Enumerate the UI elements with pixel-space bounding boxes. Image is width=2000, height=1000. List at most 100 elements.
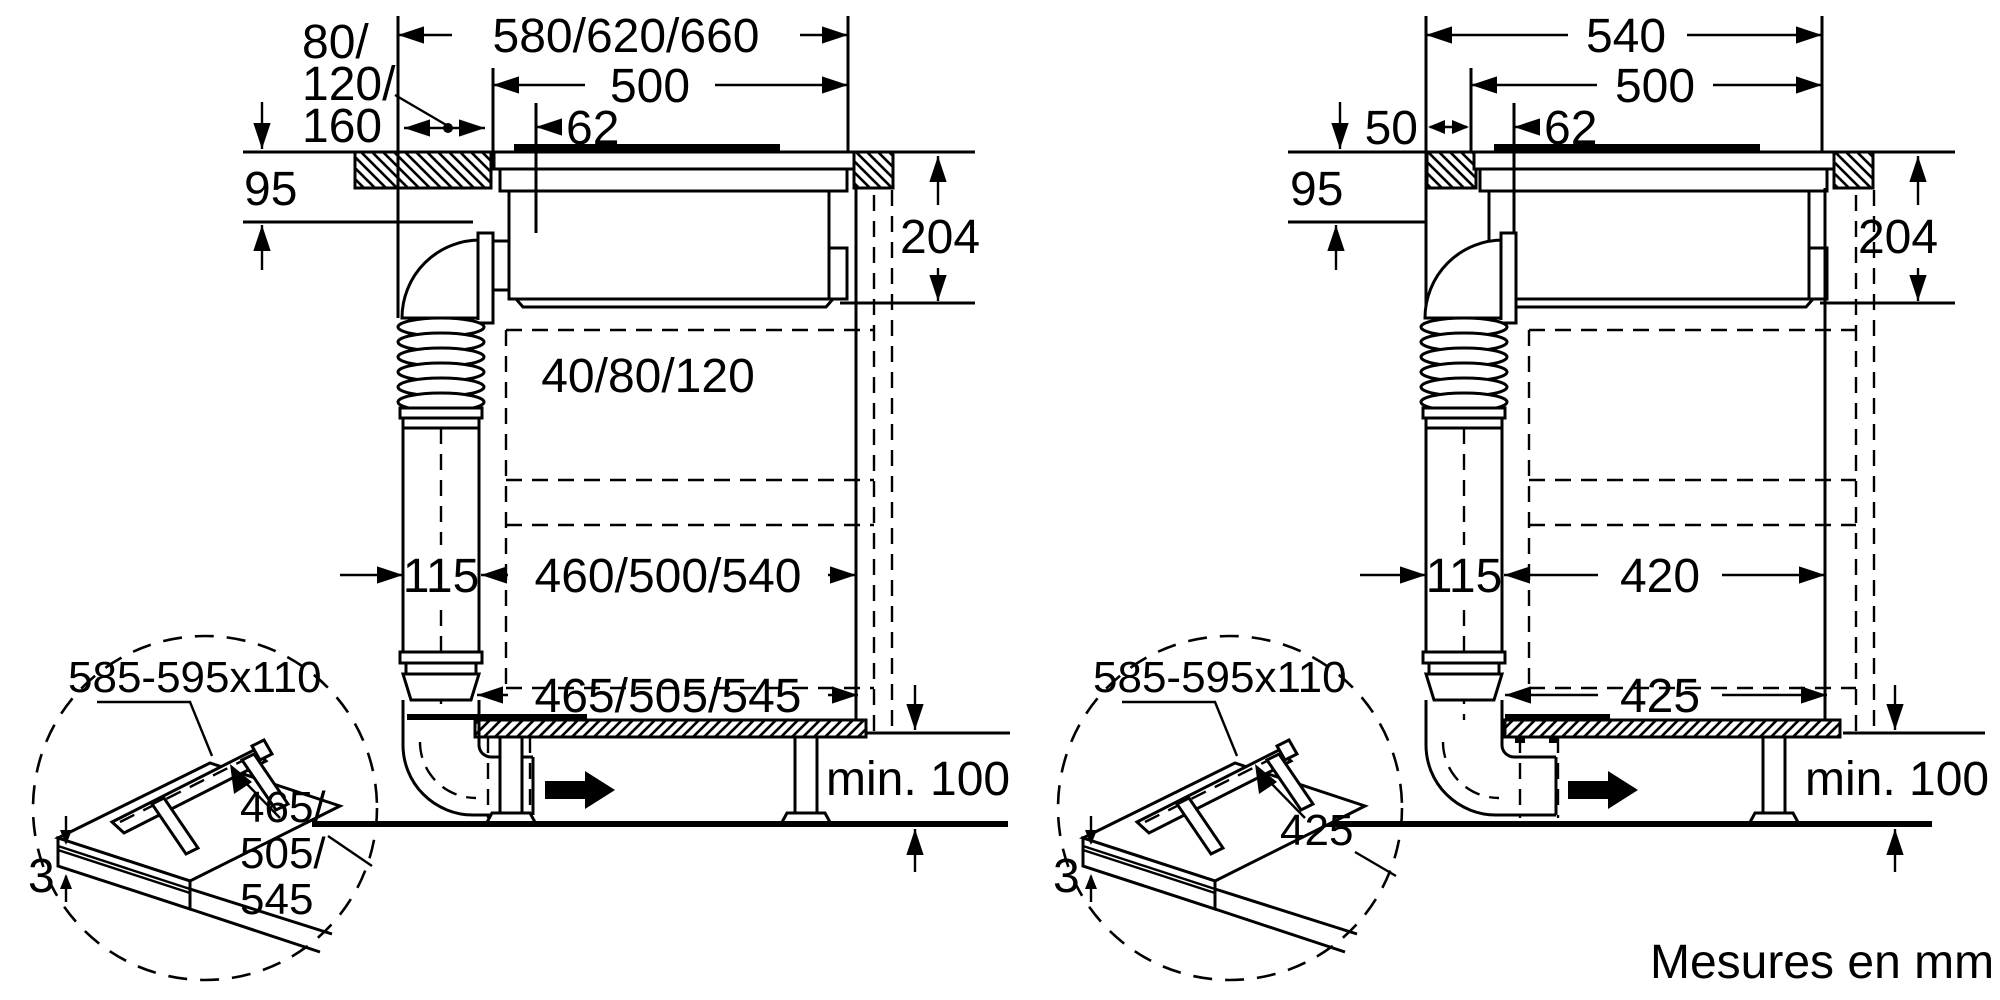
duct-adapter — [1423, 672, 1505, 702]
dim-niche-depth: 465/505/545 — [477, 670, 858, 723]
dim-115-label: 115 — [1426, 550, 1503, 603]
hob-body — [507, 189, 831, 301]
plinth-board — [473, 718, 868, 739]
worktop-hatch-right — [852, 150, 895, 190]
elbow-hidden-arc — [1441, 741, 1500, 800]
detail-cutout-leader — [97, 700, 214, 757]
hob-body — [1487, 189, 1811, 301]
dimensions: 540 500 62 50 95 — [1288, 10, 1989, 872]
cabinet-foot-1 — [1761, 735, 1787, 815]
hob-bottom-lip — [1492, 297, 1817, 309]
detail-thickness: 3 — [1053, 816, 1097, 903]
dim-204: 204 — [1820, 156, 1955, 305]
dim-top-width: 580/620/660 — [398, 10, 848, 63]
hob — [1472, 144, 1836, 309]
detail-depth-line1: 465/ — [240, 783, 326, 832]
cabinet-foot-2 — [793, 735, 819, 815]
dim-top-width-label: 540 — [1586, 10, 1666, 63]
dim-204-label: 204 — [1858, 211, 1938, 264]
bracket-tab-2 — [239, 752, 291, 812]
wall-gap-label: 50 — [1365, 102, 1418, 155]
detail-depth-line2: 505/ — [240, 829, 326, 878]
airflow-arrow-icon — [545, 771, 615, 809]
wall-gap-line1: 80/ — [302, 16, 369, 69]
detail-thickness: 3 — [28, 816, 72, 903]
base-area — [312, 714, 1008, 827]
detail-cutout-size-label: 585-595x110 — [1093, 653, 1347, 702]
dim-inlet-offset: 62 — [1514, 102, 1597, 155]
dim-hob-width: 500 — [493, 60, 848, 113]
detail-thickness-label: 3 — [28, 850, 55, 903]
hob-glass — [514, 144, 780, 152]
duct-flange-1 — [398, 650, 484, 665]
detail-bracket — [109, 738, 291, 856]
bracket-bar — [109, 748, 269, 835]
detail-depth-leader — [1354, 850, 1397, 878]
dim-floor-clearance: min. 100 — [1805, 685, 1989, 872]
detail-depth: 465/ 505/ 545 — [240, 783, 373, 924]
bracket-hook — [1274, 738, 1300, 762]
worktop-hatch-left — [353, 150, 493, 190]
duct-flange-1 — [1421, 650, 1507, 665]
bracket-tab-2 — [1264, 752, 1316, 812]
duct-collar — [476, 231, 495, 325]
dim-inner-depth-label: 460/500/540 — [535, 550, 802, 603]
detail-edge-ext-1 — [1214, 887, 1358, 936]
dim-wall-gap: 80/ 120/ 160 — [302, 16, 485, 153]
elbow-bottom-outer — [1424, 744, 1556, 817]
detail-cutout-leader — [1122, 700, 1239, 757]
duct-assembly — [396, 231, 535, 818]
duct-clearance-label: 40/80/120 — [541, 350, 755, 403]
right-diagram: 540 500 62 50 95 — [1053, 10, 1989, 982]
dim-niche-depth: 425 — [1505, 670, 1827, 723]
detail-edge-ext-2 — [1214, 907, 1346, 954]
dim-inner-depth-label: 420 — [1620, 550, 1700, 603]
airflow-arrow-icon — [1568, 771, 1638, 809]
insert-arrow-icon — [230, 764, 252, 794]
wall-gap-line3: 160 — [302, 100, 382, 153]
wall-gap-line2: 120/ — [302, 58, 396, 111]
duct-collar — [1499, 231, 1518, 325]
detail-circle: 585-595x110 — [28, 634, 379, 982]
dim-95: 95 — [1288, 102, 1425, 270]
clearance-boxes — [504, 190, 894, 733]
duct-stub — [490, 239, 511, 292]
dim-204: 204 — [840, 156, 980, 305]
dim-95-label: 95 — [244, 163, 297, 216]
hob-frame-mid — [1478, 167, 1829, 193]
bracket-tab-1 — [149, 796, 201, 856]
bracket-bit-1 — [1515, 737, 1525, 743]
dim-duct-width-and-depth: 115 420 — [1360, 550, 1825, 603]
hob-frame-top — [492, 150, 856, 171]
bracket-bar — [1134, 748, 1294, 835]
worktop-hatch-left — [1425, 150, 1478, 190]
flex-hose — [396, 316, 486, 413]
detail-edge-ext-2 — [189, 907, 321, 954]
worktop-hatch-right — [1832, 150, 1875, 190]
detail-circle-outline — [31, 634, 379, 982]
detail-depth-leader — [327, 835, 373, 867]
hob-glass — [1494, 144, 1760, 152]
bracket-bit-2 — [1549, 737, 1559, 743]
dim-top-width: 540 — [1426, 10, 1822, 63]
bracket-tab-1 — [1174, 796, 1226, 856]
wall-gap-leader — [394, 93, 449, 128]
dim-hob-width-label: 500 — [610, 60, 690, 113]
floor-clearance-label: min. 100 — [1805, 753, 1989, 806]
elbow-bottom-inner — [477, 744, 533, 759]
duct-flange-2 — [404, 661, 478, 676]
clearance-boxes — [1527, 190, 1876, 733]
dim-204-label: 204 — [900, 211, 980, 264]
dim-inlet-offset-label: 62 — [566, 102, 619, 155]
duct-assembly — [1419, 231, 1560, 818]
dim-95-label: 95 — [1290, 163, 1343, 216]
detail-circle-outline — [1056, 634, 1404, 982]
hob-fan-housing — [827, 246, 849, 301]
insert-arrow-icon — [1255, 764, 1277, 794]
bracket-hook — [249, 738, 275, 762]
elbow-hidden-arc — [418, 741, 477, 800]
hob-bottom-lip — [512, 297, 837, 309]
left-diagram: 580/620/660 500 62 80/ 120/ 160 — [28, 10, 1010, 982]
